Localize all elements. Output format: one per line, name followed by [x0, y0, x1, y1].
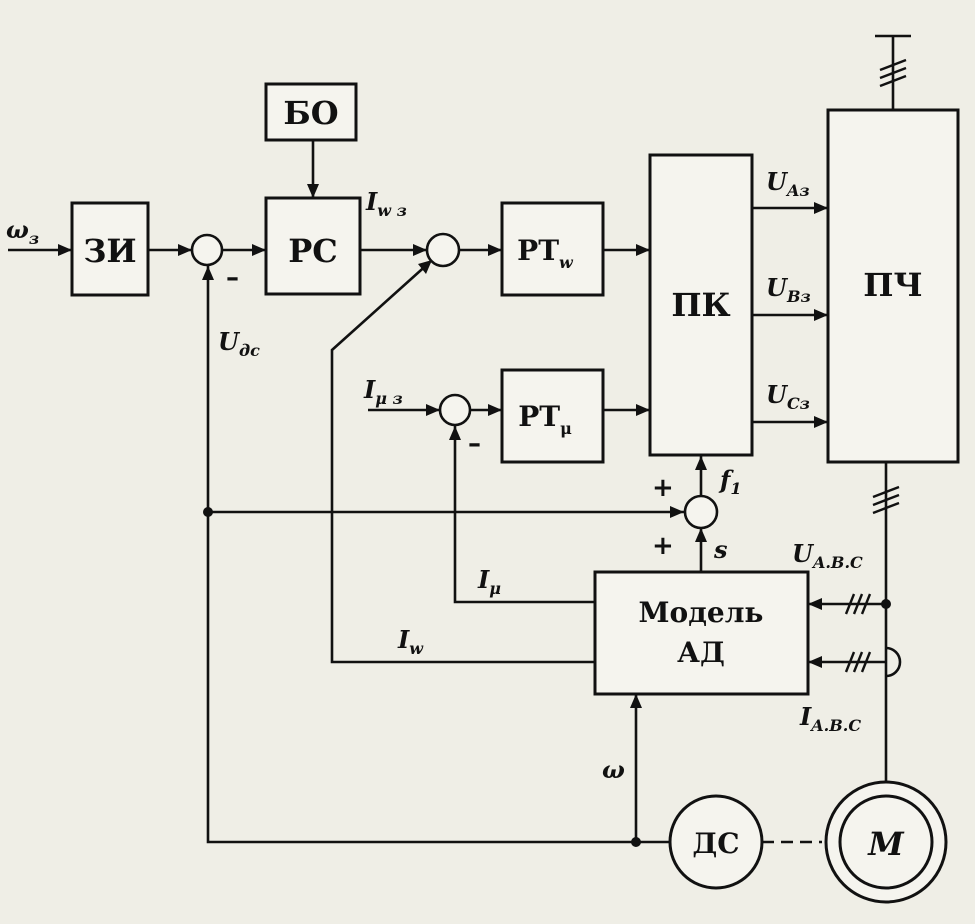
block-bo-label: БО — [283, 94, 338, 132]
block-rt-w-label: РТ — [517, 234, 559, 267]
label-omega-ref: ωз — [6, 215, 39, 248]
block-rs-label: РС — [288, 232, 338, 270]
magnetizing-current-summing-junction — [438, 393, 472, 427]
arrowheads — [58, 184, 828, 708]
junction-dots — [203, 507, 891, 847]
sign-minus-speed: – — [226, 263, 239, 293]
block-bo: БО — [264, 82, 358, 142]
label-u-abc: UA.B.C — [792, 539, 863, 572]
label-u-b-ref: UBз — [766, 273, 811, 306]
block-zi: ЗИ — [70, 201, 150, 297]
block-ds-label: ДС — [692, 827, 739, 860]
block-rs: РС — [264, 196, 362, 296]
block-motor-label: M — [867, 825, 905, 863]
block-model-line2: АД — [677, 636, 725, 669]
block-rt-w-sub: w — [559, 253, 574, 272]
block-model-line1: Модель — [639, 596, 764, 629]
block-motor-model: Модель АД — [593, 570, 810, 696]
label-slip: s — [713, 535, 728, 564]
active-current-summing-junction — [425, 232, 461, 268]
label-u-a-ref: UAз — [766, 167, 810, 200]
label-i-w-ref: Iw з — [365, 187, 407, 220]
block-pch-label: ПЧ — [863, 266, 922, 304]
block-zi-label: ЗИ — [83, 232, 136, 270]
label-i-mu: Iμ — [477, 565, 501, 598]
block-rt-mu: РТμ — [500, 368, 605, 464]
frequency-summing-junction — [683, 494, 719, 530]
sign-plus-bottom: + — [652, 531, 674, 561]
block-pk: ПК — [648, 153, 754, 457]
svg-text:РТμ: РТμ — [518, 400, 572, 438]
block-rt-w: РТw — [500, 201, 605, 297]
block-rt-mu-label: РТ — [518, 400, 560, 433]
block-rt-mu-sub: μ — [560, 419, 572, 438]
block-ds: ДС — [668, 794, 764, 890]
label-f1: f1 — [718, 465, 741, 498]
label-i-w: Iw — [397, 625, 424, 658]
speed-summing-junction — [190, 233, 224, 267]
block-motor: M — [824, 780, 948, 904]
wires — [8, 34, 911, 844]
svg-text:РТw: РТw — [517, 234, 574, 272]
label-omega: ω — [602, 755, 625, 784]
label-u-c-ref: UCз — [766, 380, 810, 413]
label-i-abc: IA.B.C — [799, 702, 861, 735]
block-pch: ПЧ — [826, 108, 960, 464]
block-pk-label: ПК — [671, 286, 730, 324]
three-phase-ticks — [844, 58, 907, 673]
sign-minus-current: – — [468, 429, 481, 459]
label-i-mu-ref: Iμ з — [363, 375, 403, 408]
label-u-ds: Uдс — [218, 327, 260, 360]
sign-plus-top: + — [652, 473, 674, 503]
